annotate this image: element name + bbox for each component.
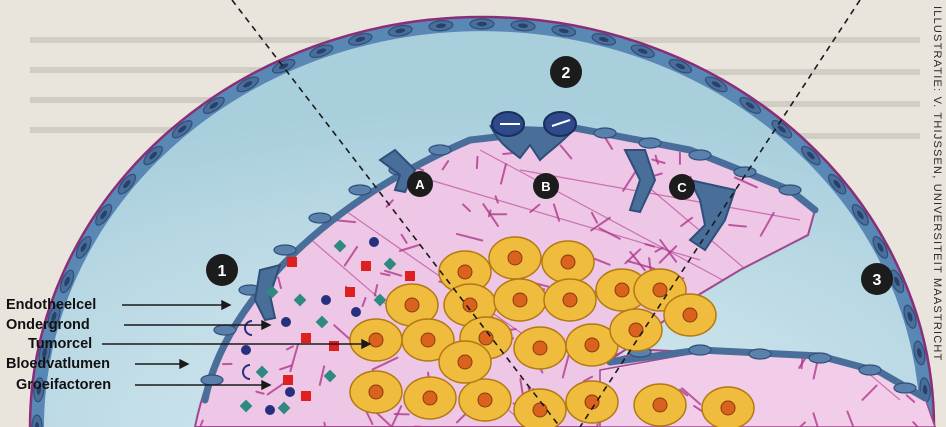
- lining-cell: [894, 383, 916, 393]
- marker-3-text: 3: [873, 272, 882, 289]
- tumor-nucleus: [533, 403, 547, 417]
- tumor-nucleus: [533, 341, 547, 355]
- lining-cell: [274, 245, 296, 255]
- lining-cell: [639, 138, 661, 148]
- label-bloedvatlumen: Bloedvatlumen: [6, 356, 110, 372]
- marker-b: B: [533, 173, 559, 199]
- lining-cell: [349, 185, 371, 195]
- lining-cell: [594, 128, 616, 138]
- growth-factor-blue: [281, 317, 291, 327]
- marker-a-text: A: [415, 177, 425, 192]
- tumor-nucleus: [561, 255, 575, 269]
- lining-cell: [689, 150, 711, 160]
- growth-factor-blue: [321, 295, 331, 305]
- tumor-nucleus: [721, 401, 735, 415]
- lining-cell: [201, 375, 223, 385]
- label-ondergrond: Ondergrond: [6, 317, 90, 333]
- tumor-nucleus: [421, 333, 435, 347]
- tumor-nucleus: [458, 265, 472, 279]
- label-tumorcel: Tumorcel: [28, 336, 92, 352]
- growth-factor-blue: [285, 387, 295, 397]
- tumor-nucleus: [405, 298, 419, 312]
- growth-factor-red: [287, 257, 297, 267]
- tumor-nucleus: [458, 355, 472, 369]
- tumor-nucleus: [478, 393, 492, 407]
- tumor-nucleus: [513, 293, 527, 307]
- tumor-nucleus: [683, 308, 697, 322]
- marker-2-text: 2: [562, 65, 571, 82]
- tumor-nucleus: [423, 391, 437, 405]
- marker-1-text: 1: [218, 263, 227, 280]
- lining-cell: [749, 349, 771, 359]
- lining-cell: [859, 365, 881, 375]
- growth-factor-blue: [369, 237, 379, 247]
- growth-factor-red: [283, 375, 293, 385]
- lining-cell: [779, 185, 801, 195]
- endothelial-nucleus: [477, 22, 487, 26]
- growth-factor-blue: [265, 405, 275, 415]
- growth-factor-blue: [241, 345, 251, 355]
- growth-factor-red: [345, 287, 355, 297]
- growth-factor-red: [405, 271, 415, 281]
- tumor-nucleus: [369, 385, 383, 399]
- tumor-nucleus: [563, 293, 577, 307]
- marker-c: C: [669, 174, 695, 200]
- growth-factor-blue: [351, 307, 361, 317]
- marker-c-text: C: [677, 180, 687, 195]
- growth-factor-red: [301, 391, 311, 401]
- lining-cell: [214, 325, 236, 335]
- label-groeifactoren: Groeifactoren: [16, 377, 111, 393]
- growth-factor-red: [301, 333, 311, 343]
- tumor-nucleus: [653, 283, 667, 297]
- lining-cell: [429, 145, 451, 155]
- label-endotheelcel: Endotheelcel: [6, 297, 96, 313]
- marker-1: 1: [206, 254, 238, 286]
- tumor-nucleus: [585, 395, 599, 409]
- tumor-nucleus: [479, 331, 493, 345]
- tumor-nucleus: [369, 333, 383, 347]
- lining-cell: [689, 345, 711, 355]
- growth-factor-red: [361, 261, 371, 271]
- fiber: [477, 157, 478, 168]
- tumor-nucleus: [615, 283, 629, 297]
- tumor-nucleus: [653, 398, 667, 412]
- tumor-nucleus: [585, 338, 599, 352]
- lining-cell: [309, 213, 331, 223]
- marker-a: A: [407, 171, 433, 197]
- marker-b-text: B: [541, 179, 550, 194]
- marker-2: 2: [550, 56, 582, 88]
- marker-3: 3: [861, 263, 893, 295]
- tumor-nucleus: [508, 251, 522, 265]
- growth-factor-red: [329, 341, 339, 351]
- illustration-credit: ILLUSTRATIE: V. THIJSSEN, UNIVERSITEIT M…: [931, 6, 943, 361]
- lining-cell: [809, 353, 831, 363]
